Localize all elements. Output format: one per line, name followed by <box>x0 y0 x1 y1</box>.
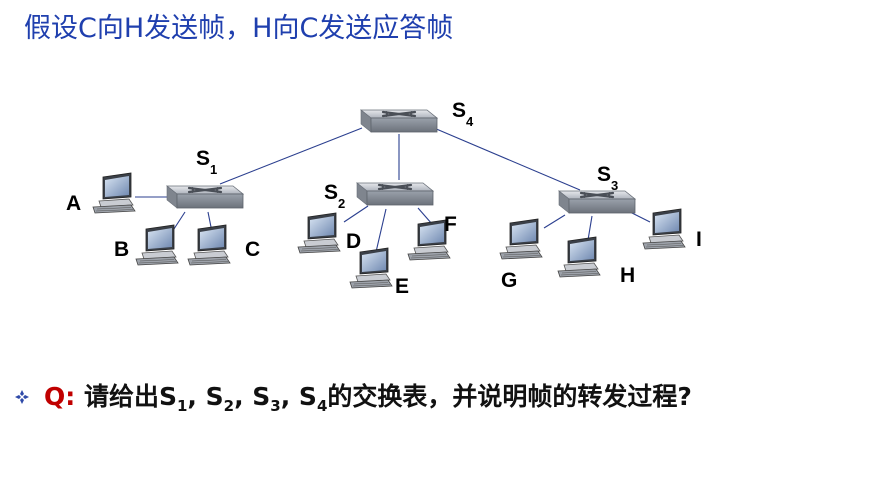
link-s2-f <box>417 207 433 225</box>
question-part: , S <box>187 382 224 411</box>
host-d-label: D <box>346 230 361 253</box>
computer-icon <box>642 208 686 250</box>
host-b-label: B <box>114 238 129 261</box>
host-a-label: A <box>66 192 81 215</box>
host-c-label: C <box>245 238 260 261</box>
link-s4-s1 <box>219 127 363 185</box>
host-d: D <box>297 212 361 254</box>
computer-icon <box>92 172 136 214</box>
question-text: Q: 请给出S1, S2, S3, S4的交换表，并说明帧的转发过程? <box>15 378 844 425</box>
switch-s3: S 3 <box>557 163 637 215</box>
computer-icon <box>297 212 341 254</box>
subscript: 1 <box>176 397 188 415</box>
host-e-label: E <box>395 275 409 298</box>
computer-icon <box>187 224 231 266</box>
question-part: 请给出S <box>75 382 177 411</box>
subscript: 3 <box>270 397 281 415</box>
switch-s4-subscript: 4 <box>466 114 474 129</box>
host-c: C <box>187 224 260 266</box>
switch-icon <box>557 189 637 215</box>
link-s3-g <box>543 214 566 229</box>
question-part: , S <box>234 382 271 411</box>
switch-s4-label: S <box>452 99 466 122</box>
switch-icon <box>359 108 439 134</box>
host-a: A <box>66 172 136 215</box>
host-e: E <box>349 247 409 298</box>
switch-icon <box>165 184 245 210</box>
question-tag: Q: <box>44 382 76 411</box>
link-s2-e <box>375 208 387 253</box>
switch-s2-subscript: 2 <box>338 196 345 211</box>
host-h: H <box>557 236 635 287</box>
question-part: , S <box>280 382 317 411</box>
diamond-bullet-icon <box>15 390 29 404</box>
host-i-label: I <box>696 228 702 251</box>
host-b: B <box>114 224 179 266</box>
subscript: 2 <box>223 397 235 415</box>
switch-s2: S 2 <box>324 181 435 211</box>
computer-icon <box>499 218 543 260</box>
switch-s1-label: S <box>196 147 210 170</box>
switch-s1: S 1 <box>165 147 245 210</box>
switch-s3-label: S <box>597 163 611 186</box>
computer-icon <box>135 224 179 266</box>
computer-icon <box>557 236 601 278</box>
slide-title: 假设C向H发送帧，H向C发送应答帧 <box>24 13 454 44</box>
subscript: 4 <box>316 397 328 415</box>
switch-s4: S 4 <box>359 99 474 134</box>
host-i: I <box>642 208 702 251</box>
links <box>135 127 651 253</box>
question-part: 的交换表，并说明帧的转发过程? <box>327 382 692 411</box>
host-g: G <box>499 218 543 292</box>
computer-icon <box>349 247 393 289</box>
host-h-label: H <box>620 264 635 287</box>
switch-s1-subscript: 1 <box>210 162 217 177</box>
switch-icon <box>355 181 435 207</box>
link-s4-s3 <box>433 127 581 191</box>
host-f: F <box>407 213 457 261</box>
switch-s3-subscript: 3 <box>611 178 618 193</box>
switch-s2-label: S <box>324 181 338 204</box>
link-s3-h <box>587 215 593 241</box>
host-g-label: G <box>501 269 517 292</box>
link-s2-d <box>343 205 369 223</box>
host-f-label: F <box>444 213 457 236</box>
link-s3-i <box>629 211 651 223</box>
